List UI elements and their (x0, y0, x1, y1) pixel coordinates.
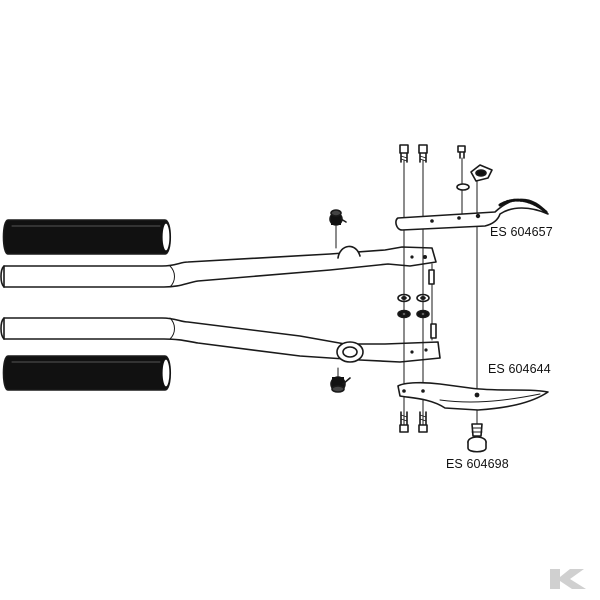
small-screw (457, 145, 466, 159)
lower-blade (397, 381, 549, 411)
upper-grip (2, 219, 172, 255)
lower-bolt-left (399, 411, 409, 433)
lower-bumper (330, 376, 351, 393)
spring-washer (456, 164, 493, 191)
spacer-pins (428, 269, 437, 339)
lower-blade-part-code: ES 604644 (488, 362, 551, 376)
upper-bolt-left (399, 144, 409, 163)
lower-handle-arm (0, 317, 441, 363)
lower-grip (2, 355, 172, 391)
upper-bumper (329, 209, 347, 226)
upper-blade-part-code: ES 604657 (490, 225, 553, 239)
pivot-bolt-part-code: ES 604698 (446, 457, 509, 471)
k-logo-icon (550, 569, 586, 589)
upper-handle-arm (0, 245, 437, 288)
lower-bolt-right (418, 411, 428, 433)
upper-blade (395, 198, 549, 231)
pivot-bolt (467, 423, 487, 453)
washer-set (397, 293, 430, 319)
upper-bolt-right (418, 144, 428, 163)
